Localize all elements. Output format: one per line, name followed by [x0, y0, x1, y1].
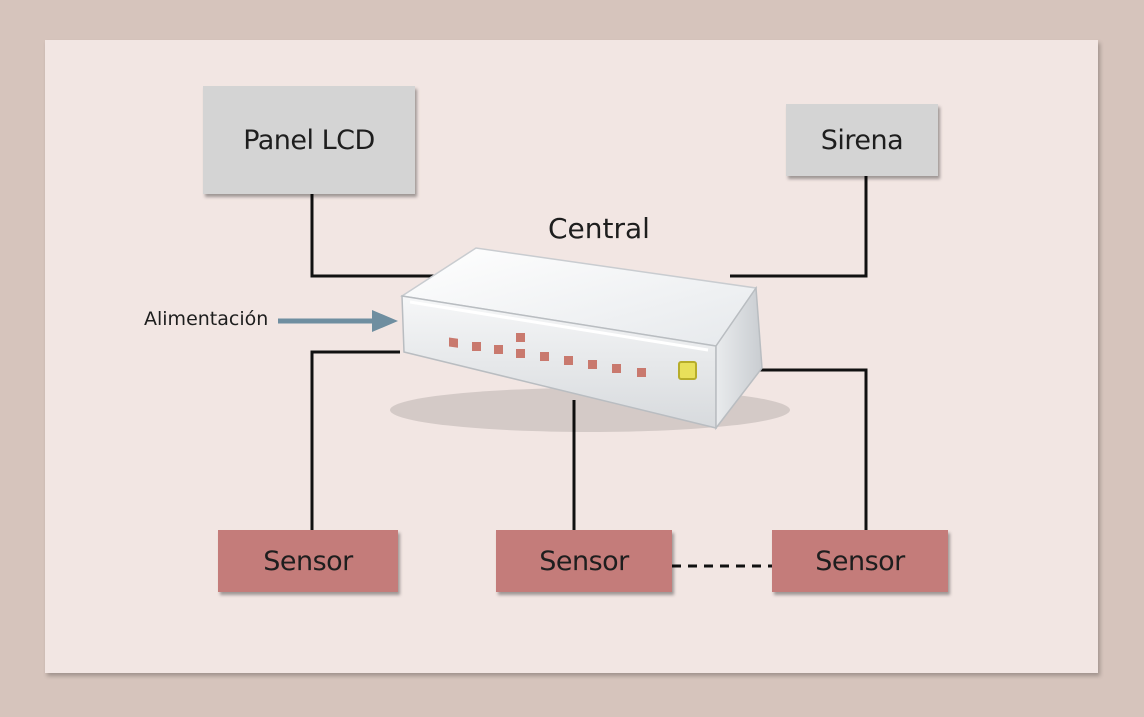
sensor-label: Sensor — [539, 546, 629, 577]
sensor-box-middle: Sensor — [496, 530, 672, 592]
sensor-box-left: Sensor — [218, 530, 398, 592]
sirena-box: Sirena — [786, 104, 938, 176]
sensor-label: Sensor — [815, 546, 905, 577]
sensor-box-right: Sensor — [772, 530, 948, 592]
sensor-label: Sensor — [263, 546, 353, 577]
central-label: Central — [548, 212, 650, 245]
panel-lcd-label: Panel LCD — [243, 125, 375, 156]
sirena-label: Sirena — [821, 125, 903, 156]
panel-lcd-box: Panel LCD — [203, 86, 415, 194]
status-led — [679, 362, 696, 379]
power-label: Alimentación — [144, 308, 268, 330]
